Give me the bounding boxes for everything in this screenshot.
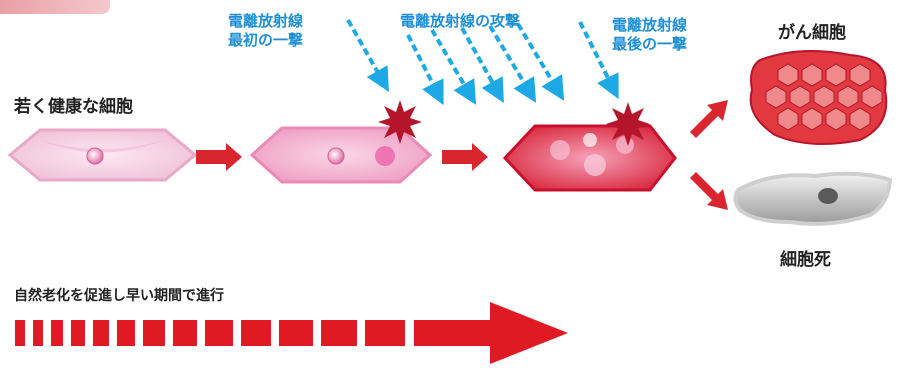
radiation-rays (346, 19, 619, 106)
aging-progress-arrow (15, 302, 568, 364)
cropped-header-fragment (0, 0, 110, 14)
healthy-cell-label: 若く健康な細胞 (14, 97, 133, 117)
ray-first-label-line1: 電離放射線 (228, 12, 304, 30)
damaged-cell (502, 102, 677, 192)
dead-cell (733, 171, 893, 226)
progress-arrow-1 (196, 143, 242, 171)
arrow-to-cancer (690, 100, 728, 138)
ray-last-label-line1: 電離放射線 (612, 16, 688, 34)
arrow-to-death (690, 172, 728, 210)
ray-attack-label: 電離放射線の攻撃 (400, 12, 521, 30)
impact-burst-2 (606, 102, 650, 146)
ray-first-label-line2: 最初の一撃 (228, 31, 304, 49)
impact-burst-1 (378, 100, 422, 144)
cell-death-label: 細胞死 (780, 250, 831, 270)
aging-label: 自然老化を促進し早い期間で進行 (14, 288, 224, 304)
ray-last-label-line2: 最後の一撃 (612, 35, 688, 53)
cancer-cell-label: がん細胞 (778, 23, 846, 43)
cancer-cell (749, 50, 888, 145)
healthy-cell (7, 128, 198, 182)
progress-arrow-2 (442, 143, 488, 171)
first-hit-cell (249, 100, 433, 184)
